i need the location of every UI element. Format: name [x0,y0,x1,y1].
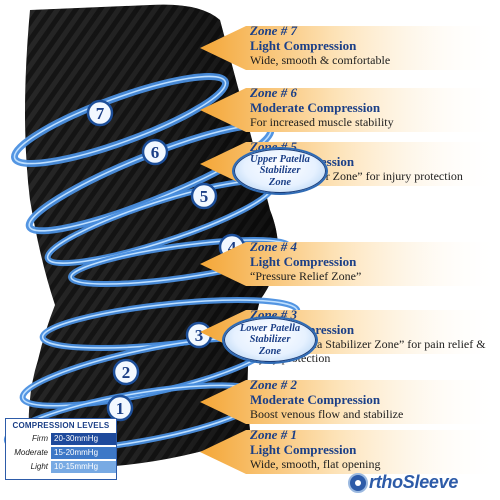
legend-row-moderate: Moderate 15-20mmHg [6,446,116,459]
zone-strength: Light Compression [250,253,357,269]
zone-title: Zone # 1 [250,427,297,442]
compression-levels-legend: COMPRESSION LEVELS Firm 20-30mmHg Modera… [5,418,117,480]
zone-description: Wide, smooth, flat opening [250,456,381,471]
logo-text: rthoSleeve [369,472,459,492]
callout-shape [200,26,500,70]
lower-stabilizer-line1: Lower Patella [239,323,301,335]
callout-shape [200,242,500,286]
zone-strength: Light Compression [250,37,357,53]
legend-value: 20-30mmHg [51,432,116,445]
zone-ring-highlight [13,75,227,165]
zone-strength: Light Compression [250,441,357,457]
legend-label: Firm [32,434,48,443]
legend-value: 15-20mmHg [51,446,116,459]
badge-circle [190,182,218,210]
zone-callout-1: Zone # 1 Light Compression Wide, smooth,… [200,424,500,480]
zone-number-badge-5: 5 [190,182,218,210]
badge-number: 3 [195,326,204,345]
callout-shape [200,88,500,132]
upper-patella-stabilizer-label: Upper Patella Stabilizer Zone [232,147,328,195]
zone-callout-6: Zone # 6 Moderate Compression For increa… [200,82,500,138]
zone-strength: Moderate Compression [250,391,381,407]
callout-shape [200,430,500,474]
orthosleeve-logo: rthoSleeve [348,472,498,498]
zone-title: Zone # 6 [250,85,297,100]
legend-label: Light [30,462,48,471]
badge-circle [86,99,114,127]
legend-title: COMPRESSION LEVELS [6,419,116,431]
lower-patella-stabilizer-label: Lower Patella Stabilizer Zone [222,316,318,364]
badge-number: 7 [96,104,105,123]
badge-number: 2 [122,363,131,382]
zone-number-badge-1: 1 [106,394,134,422]
zone-description: “Pressure Relief Zone” [250,268,362,283]
upper-stabilizer-line1: Upper Patella [250,154,310,166]
lower-stabilizer-line3: Zone [258,345,282,357]
legend-row-light: Light 10-15mmHg [6,460,116,473]
legend-row-firm: Firm 20-30mmHg [6,432,116,445]
legend-label: Moderate [14,448,48,457]
zone-description: Wide, smooth & comfortable [250,52,391,67]
zone-description: Boost venous flow and stabilize [250,406,404,421]
badge-number: 5 [200,187,209,206]
zone-description: For increased muscle stability [250,114,394,129]
logo-o-icon [348,473,368,493]
zone-number-badge-6: 6 [141,138,169,166]
zone-callout-2: Zone # 2 Moderate Compression Boost veno… [200,374,500,430]
badge-number: 1 [116,399,125,418]
zone-callout-4: Zone # 4 Light Compression “Pressure Rel… [200,236,500,292]
zone-title: Zone # 7 [250,23,297,38]
zone-callout-7: Zone # 7 Light Compression Wide, smooth … [200,20,500,76]
zone-title: Zone # 2 [250,377,297,392]
badge-circle [106,394,134,422]
zone-strength: Moderate Compression [250,99,381,115]
zone-number-badge-2: 2 [112,358,140,386]
zone-title: Zone # 4 [250,239,297,254]
badge-number: 6 [151,143,160,162]
legend-value: 10-15mmHg [51,460,116,473]
callout-shape [200,380,500,424]
badge-circle [141,138,169,166]
badge-circle [112,358,140,386]
upper-stabilizer-line2: Stabilizer [259,165,301,177]
zone-number-badge-7: 7 [86,99,114,127]
upper-stabilizer-line3: Zone [268,176,292,188]
lower-stabilizer-line2: Stabilizer [249,334,291,346]
badge-number: 4 [228,238,237,257]
